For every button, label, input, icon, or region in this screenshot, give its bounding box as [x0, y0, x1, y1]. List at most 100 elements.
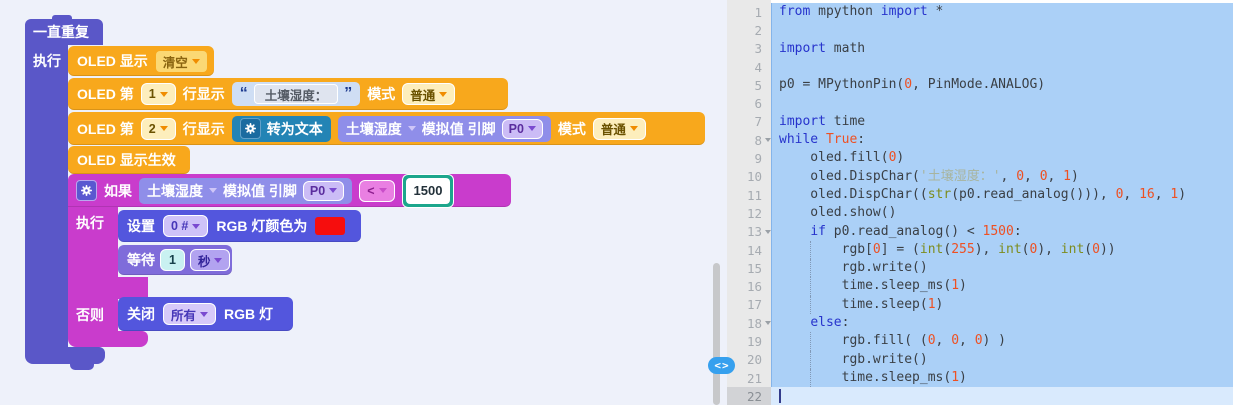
mode-label: 模式 [367, 86, 396, 102]
chevron-down-icon [200, 311, 209, 317]
code-line[interactable]: oled.DispChar((str(p0.read_analog())), 0… [771, 185, 1233, 205]
text-value-field[interactable]: 土壤湿度： [253, 84, 339, 104]
code-line[interactable]: time.sleep_ms(1) [771, 277, 1233, 297]
code-line[interactable] [771, 57, 1233, 77]
rgb-scope-dropdown[interactable]: 所有 [163, 303, 217, 325]
rgb-index-dropdown[interactable]: 0 # [163, 215, 209, 237]
threshold-value[interactable]: 1500 [405, 177, 451, 204]
repeat-block-spine[interactable] [25, 40, 68, 347]
line-number: 1 [754, 4, 762, 20]
code-line[interactable] [771, 21, 1233, 40]
code-line[interactable]: rgb.write() [771, 259, 1233, 278]
code-line[interactable]: import time [771, 112, 1233, 132]
line-number: 15 [746, 260, 762, 276]
sensor-name-dropdown[interactable]: 土壤湿度 [345, 120, 402, 137]
code-line[interactable] [771, 94, 1233, 113]
pin-dropdown[interactable]: P0 [302, 180, 345, 201]
color-swatch-red[interactable] [315, 217, 346, 235]
chevron-down-icon [527, 126, 536, 131]
fold-arrow-icon[interactable] [765, 321, 771, 326]
wait-value: 1 [169, 253, 176, 267]
oled-clear-dropdown[interactable]: 清空 [155, 50, 207, 72]
fold-arrow-icon[interactable] [765, 138, 771, 143]
line-number-dropdown[interactable]: 1 [140, 83, 176, 105]
repeat-block-bottom[interactable] [25, 347, 105, 364]
oled-show-label: OLED 显示生效 [77, 152, 176, 168]
chevron-down-icon [191, 58, 200, 64]
line-number: 6 [754, 96, 762, 112]
wait-unit-dropdown[interactable]: 秒 [189, 249, 231, 271]
if-else-label: 否则 [76, 307, 104, 323]
workspace-vertical-scrollbar[interactable] [713, 263, 720, 405]
if-do-label: 执行 [76, 215, 104, 231]
chevron-left-icon: < [714, 359, 721, 372]
line-number: 3 [754, 41, 762, 57]
line-number: 20 [746, 352, 762, 368]
code-line[interactable]: oled.DispChar('土壤湿度：', 0, 0, 1) [771, 167, 1233, 186]
mode-dropdown[interactable]: 普通 [592, 117, 646, 140]
gear-icon[interactable] [76, 180, 97, 201]
oled-line-prefix-label: OLED 第 [77, 120, 134, 137]
if-label: 如果 [104, 182, 132, 199]
code-editor[interactable]: from mpython import * import math p0 = MPy… [771, 0, 1233, 405]
chevron-down-icon [439, 91, 448, 97]
close-rgb-block[interactable]: 关闭 所有 RGB 灯 [118, 297, 293, 331]
mode-value: 普通 [410, 88, 436, 103]
mode-dropdown[interactable]: 普通 [402, 83, 456, 105]
line-number-value: 2 [148, 121, 156, 136]
code-line[interactable]: time.sleep_ms(1) [771, 368, 1233, 388]
rgb-index-value: 0 # [171, 219, 189, 233]
blocks-workspace[interactable]: 一直重复 执行 OLED 显示 清空 OLED 第 1 行显示 “ [0, 0, 727, 405]
number-value-block[interactable]: 1500 [401, 173, 455, 208]
code-line[interactable]: p0 = MPythonPin(0, PinMode.ANALOG) [771, 76, 1233, 95]
if-block-header[interactable]: 如果 土壤湿度 模拟值 引脚 P0 < 1500 [68, 173, 511, 208]
convert-to-text-block[interactable]: 转为文本 [231, 115, 331, 142]
line-number-dropdown[interactable]: 2 [140, 117, 176, 140]
gear-icon[interactable] [239, 118, 261, 139]
line-number: 14 [746, 242, 762, 258]
pin-dropdown[interactable]: P0 [501, 118, 543, 139]
close-label: 关闭 [127, 306, 155, 322]
code-line[interactable]: from mpython import * [771, 3, 1233, 22]
oled-display-clear-block[interactable]: OLED 显示 清空 [68, 46, 214, 76]
code-line[interactable]: rgb[0] = (int(255), int(0), int(0)) [771, 240, 1233, 260]
soil-moisture-analog-block[interactable]: 土壤湿度 模拟值 引脚 P0 [337, 115, 551, 142]
chevron-down-icon [209, 188, 217, 193]
code-toggle-button[interactable]: < > [708, 357, 735, 374]
line-number: 2 [754, 22, 762, 38]
line-number-value: 1 [148, 87, 156, 101]
line-number: 21 [746, 370, 762, 386]
wait-block[interactable]: 等待 1 秒 [118, 245, 232, 275]
line-number: 19 [746, 333, 762, 349]
code-line[interactable]: oled.fill(0) [771, 149, 1233, 168]
code-line[interactable]: else: [771, 314, 1233, 333]
line-number: 18 [727, 314, 771, 332]
code-line[interactable]: oled.show() [771, 204, 1233, 223]
code-line[interactable]: rgb.write() [771, 350, 1233, 370]
if-block-spine[interactable] [68, 205, 118, 331]
code-line[interactable]: while True: [771, 131, 1233, 150]
code-line[interactable]: time.sleep(1) [771, 295, 1233, 315]
close-quote-icon: ” [344, 85, 353, 102]
line-number: 5 [754, 77, 762, 93]
code-line[interactable]: import math [771, 39, 1233, 58]
fold-arrow-icon[interactable] [765, 229, 771, 234]
code-line[interactable]: if p0.read_analog() < 1500: [771, 222, 1233, 241]
pin-value: P0 [309, 183, 326, 198]
set-rgb-color-block[interactable]: 设置 0 # RGB 灯颜色为 [118, 210, 361, 242]
code-line[interactable]: rgb.fill( (0, 0, 0) ) [771, 332, 1233, 351]
sensor-name-dropdown[interactable]: 土壤湿度 [147, 182, 203, 199]
oled-show-block[interactable]: OLED 显示生效 [68, 146, 190, 174]
oled-line2-block[interactable]: OLED 第 2 行显示 转为文本 土 [68, 112, 705, 145]
rgb-light-label: RGB 灯 [224, 306, 274, 322]
comparison-operator-dropdown[interactable]: < [359, 179, 395, 202]
code-line[interactable] [771, 387, 1233, 405]
wait-value-field[interactable]: 1 [160, 249, 185, 271]
oled-line-suffix-label: 行显示 [182, 86, 225, 102]
text-string-block[interactable]: “ 土壤湿度： ” [231, 82, 361, 106]
if-block-else-divider [68, 277, 148, 299]
oled-line1-block[interactable]: OLED 第 1 行显示 “ 土壤湿度： ” 模式 普通 [68, 78, 508, 110]
soil-moisture-analog-block[interactable]: 土壤湿度 模拟值 引脚 P0 [139, 177, 353, 204]
oled-line-prefix-label: OLED 第 [77, 86, 134, 102]
